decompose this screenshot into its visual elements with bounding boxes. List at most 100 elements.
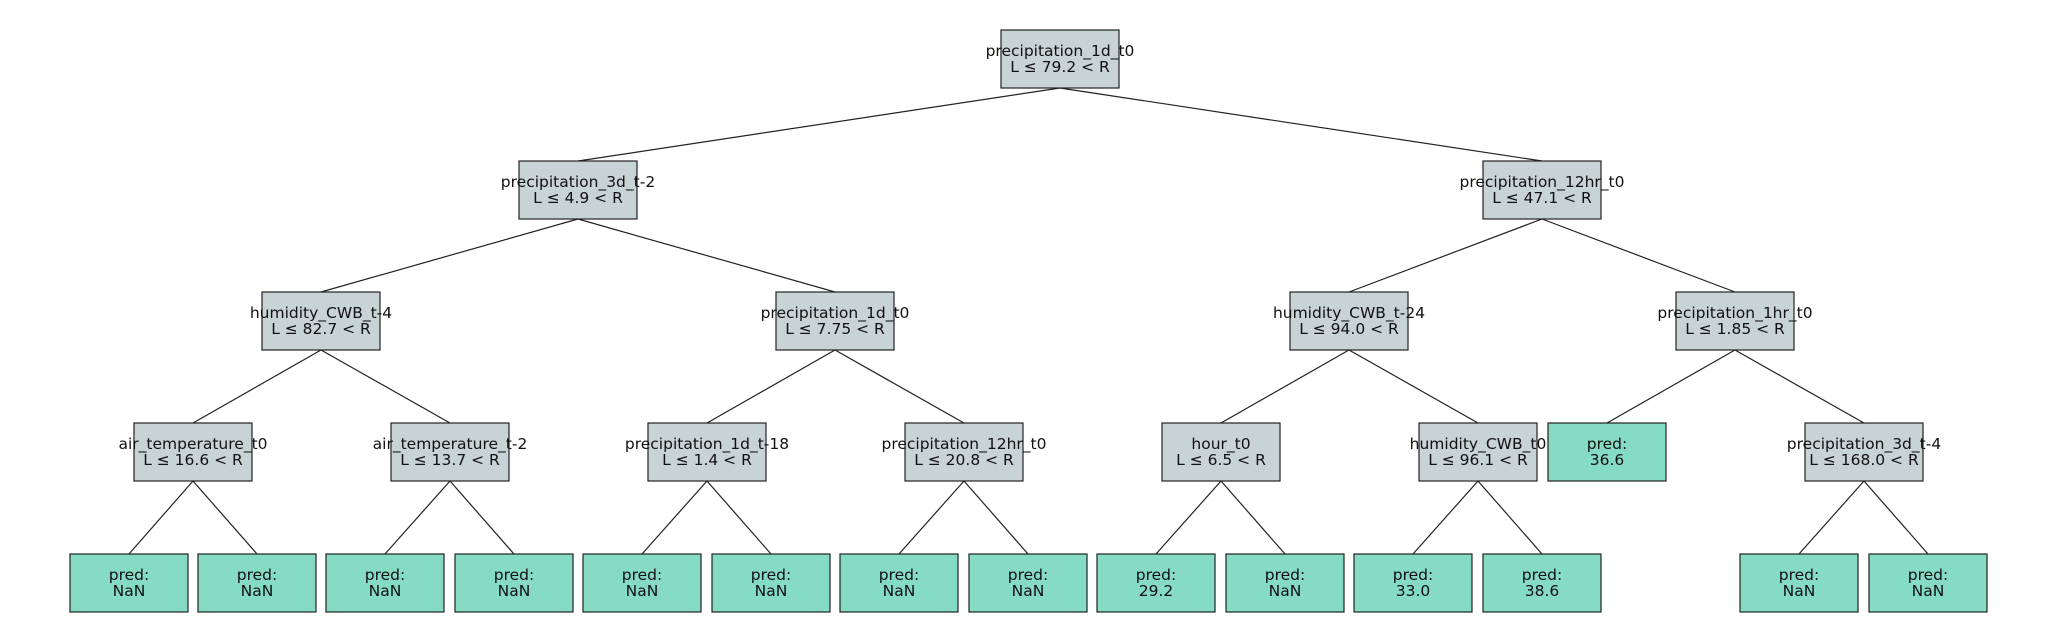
tree-edge (1348, 218, 1543, 293)
node-box (325, 553, 445, 613)
leaf-node: pred:29.2 (1096, 553, 1216, 613)
pred-label: pred: (365, 566, 405, 584)
tree-nodes: precipitation_1d_t0L ≤ 79.2 < R precipita… (69, 29, 1988, 613)
node-box (1096, 553, 1216, 613)
tree-edge (1220, 480, 1286, 555)
node-box (133, 422, 253, 482)
split-node: humidity_CWB_t0L ≤ 96.1 < R (1410, 422, 1547, 482)
pred-value: NaN (1783, 582, 1816, 600)
leaf-node: pred:NaN (454, 553, 574, 613)
feature-label: precipitation_12hr_t0 (881, 435, 1046, 454)
leaf-node: pred:NaN (1868, 553, 1988, 613)
pred-label: pred: (622, 566, 662, 584)
leaf-node: pred:36.6 (1547, 422, 1667, 482)
feature-label: hour_t0 (1191, 435, 1250, 454)
split-node: precipitation_1d_t0L ≤ 7.75 < R (761, 291, 909, 351)
pred-value: 36.6 (1590, 451, 1625, 469)
split-condition: L ≤ 47.1 < R (1492, 189, 1592, 207)
split-node: humidity_CWB_t-24L ≤ 94.0 < R (1273, 291, 1425, 351)
split-condition: L ≤ 1.85 < R (1685, 320, 1785, 338)
pred-label: pred: (1008, 566, 1048, 584)
node-box (1353, 553, 1473, 613)
tree-edge (1059, 87, 1543, 162)
node-box (261, 291, 381, 351)
feature-label: precipitation_3d_t-4 (1787, 435, 1941, 454)
node-box (839, 553, 959, 613)
node-box (1289, 291, 1409, 351)
split-condition: L ≤ 94.0 < R (1299, 320, 1399, 338)
split-condition: L ≤ 13.7 < R (400, 451, 500, 469)
tree-edge (898, 480, 965, 555)
split-condition: L ≤ 4.9 < R (533, 189, 623, 207)
node-box (1225, 553, 1345, 613)
node-box (69, 553, 189, 613)
node-box (1547, 422, 1667, 482)
pred-label: pred: (1393, 566, 1433, 584)
split-condition: L ≤ 1.4 < R (662, 451, 752, 469)
tree-edge (834, 349, 965, 424)
node-box (1482, 553, 1602, 613)
pred-label: pred: (109, 566, 149, 584)
node-box (1161, 422, 1281, 482)
pred-value: NaN (755, 582, 788, 600)
pred-value: 29.2 (1139, 582, 1174, 600)
tree-edge (641, 480, 708, 555)
tree-edge (1541, 218, 1736, 293)
pred-label: pred: (1136, 566, 1176, 584)
tree-edge (320, 349, 451, 424)
tree-edge (192, 480, 258, 555)
tree-edge (706, 349, 836, 424)
split-condition: L ≤ 79.2 < R (1010, 58, 1110, 76)
leaf-node: pred:NaN (968, 553, 1088, 613)
node-box (1868, 553, 1988, 613)
tree-edges (128, 87, 1929, 555)
node-box (1482, 160, 1602, 220)
feature-label: humidity_CWB_t0 (1410, 435, 1547, 454)
tree-edge (1220, 349, 1350, 424)
feature-label: precipitation_1hr_t0 (1657, 304, 1812, 323)
split-condition: L ≤ 168.0 < R (1809, 451, 1919, 469)
node-box (1804, 422, 1924, 482)
pred-value: 38.6 (1525, 582, 1560, 600)
split-node: precipitation_1d_t-18L ≤ 1.4 < R (625, 422, 789, 482)
split-node: precipitation_3d_t-4L ≤ 168.0 < R (1787, 422, 1941, 482)
tree-edge (1348, 349, 1479, 424)
feature-label: air_temperature_t-2 (373, 435, 528, 454)
tree-edge (1155, 480, 1222, 555)
pred-value: NaN (241, 582, 274, 600)
split-condition: L ≤ 6.5 < R (1176, 451, 1266, 469)
split-node: precipitation_12hr_t0L ≤ 20.8 < R (881, 422, 1047, 482)
pred-value: NaN (626, 582, 659, 600)
split-node: precipitation_12hr_t0L ≤ 47.1 < R (1459, 160, 1625, 220)
leaf-node: pred:NaN (582, 553, 702, 613)
leaf-node: pred:NaN (711, 553, 831, 613)
split-condition: L ≤ 16.6 < R (143, 451, 243, 469)
pred-label: pred: (1522, 566, 1562, 584)
node-box (1739, 553, 1859, 613)
feature-label: precipitation_3d_t-2 (501, 173, 655, 192)
tree-edge (320, 218, 579, 293)
feature-label: precipitation_12hr_t0 (1459, 173, 1624, 192)
tree-edge (384, 480, 451, 555)
pred-value: NaN (1912, 582, 1945, 600)
node-box (1675, 291, 1795, 351)
pred-value: NaN (883, 582, 916, 600)
tree-edge (1606, 349, 1736, 424)
pred-label: pred: (237, 566, 277, 584)
tree-edge (1734, 349, 1865, 424)
tree-edge (706, 480, 772, 555)
tree-edge (192, 349, 322, 424)
node-box (968, 553, 1088, 613)
node-box (647, 422, 767, 482)
pred-value: NaN (1269, 582, 1302, 600)
tree-edge (128, 480, 194, 555)
node-box (775, 291, 895, 351)
pred-label: pred: (1779, 566, 1819, 584)
tree-edge (1412, 480, 1479, 555)
node-box (197, 553, 317, 613)
split-condition: L ≤ 82.7 < R (271, 320, 371, 338)
node-box (711, 553, 831, 613)
feature-label: precipitation_1d_t0 (986, 42, 1135, 61)
node-box (582, 553, 702, 613)
